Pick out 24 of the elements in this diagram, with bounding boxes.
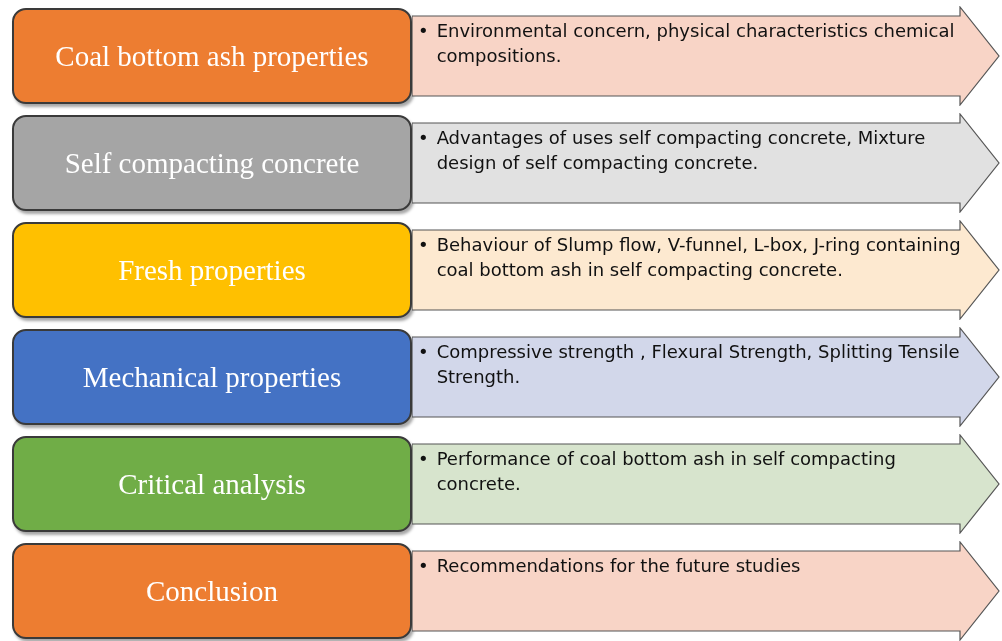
bullet-text: Behaviour of Slump flow, V-funnel, L-box, J-ring containing coal bottom ash in self compacting concrete. bbox=[436, 233, 962, 282]
topic-title: Fresh properties bbox=[118, 253, 306, 287]
bullet-mark: • bbox=[418, 554, 429, 578]
bullet-mark: • bbox=[418, 19, 429, 43]
bullet-mark: • bbox=[418, 233, 429, 257]
bullet-text: Performance of coal bottom ash in self compacting concrete. bbox=[436, 447, 897, 496]
topic-title: Critical analysis bbox=[118, 467, 306, 501]
topic-box bbox=[12, 436, 412, 532]
topic-box bbox=[12, 543, 412, 639]
topic-title: Coal bottom ash properties bbox=[55, 39, 369, 73]
topic-box bbox=[12, 8, 412, 104]
bullet-text: Environmental concern, physical characteristics chemical compositions. bbox=[436, 19, 956, 68]
topic-title: Mechanical properties bbox=[82, 360, 342, 394]
bullet-text: Recommendations for the future studies bbox=[436, 554, 801, 578]
topic-title: Conclusion bbox=[145, 574, 279, 608]
bullet-text: Advantages of uses self compacting concrete, Mixture design of self compacting concrete. bbox=[436, 126, 927, 175]
bullet-mark: • bbox=[418, 126, 429, 150]
topic-title: Self compacting concrete bbox=[64, 146, 360, 180]
topic-box bbox=[12, 329, 412, 425]
bullet-mark: • bbox=[418, 340, 429, 364]
topic-box bbox=[12, 222, 412, 318]
bullet-text: Compressive strength , Flexural Strength, Splitting Tensile Strength. bbox=[436, 340, 961, 389]
bullet-mark: • bbox=[418, 447, 429, 471]
topic-box bbox=[12, 115, 412, 211]
